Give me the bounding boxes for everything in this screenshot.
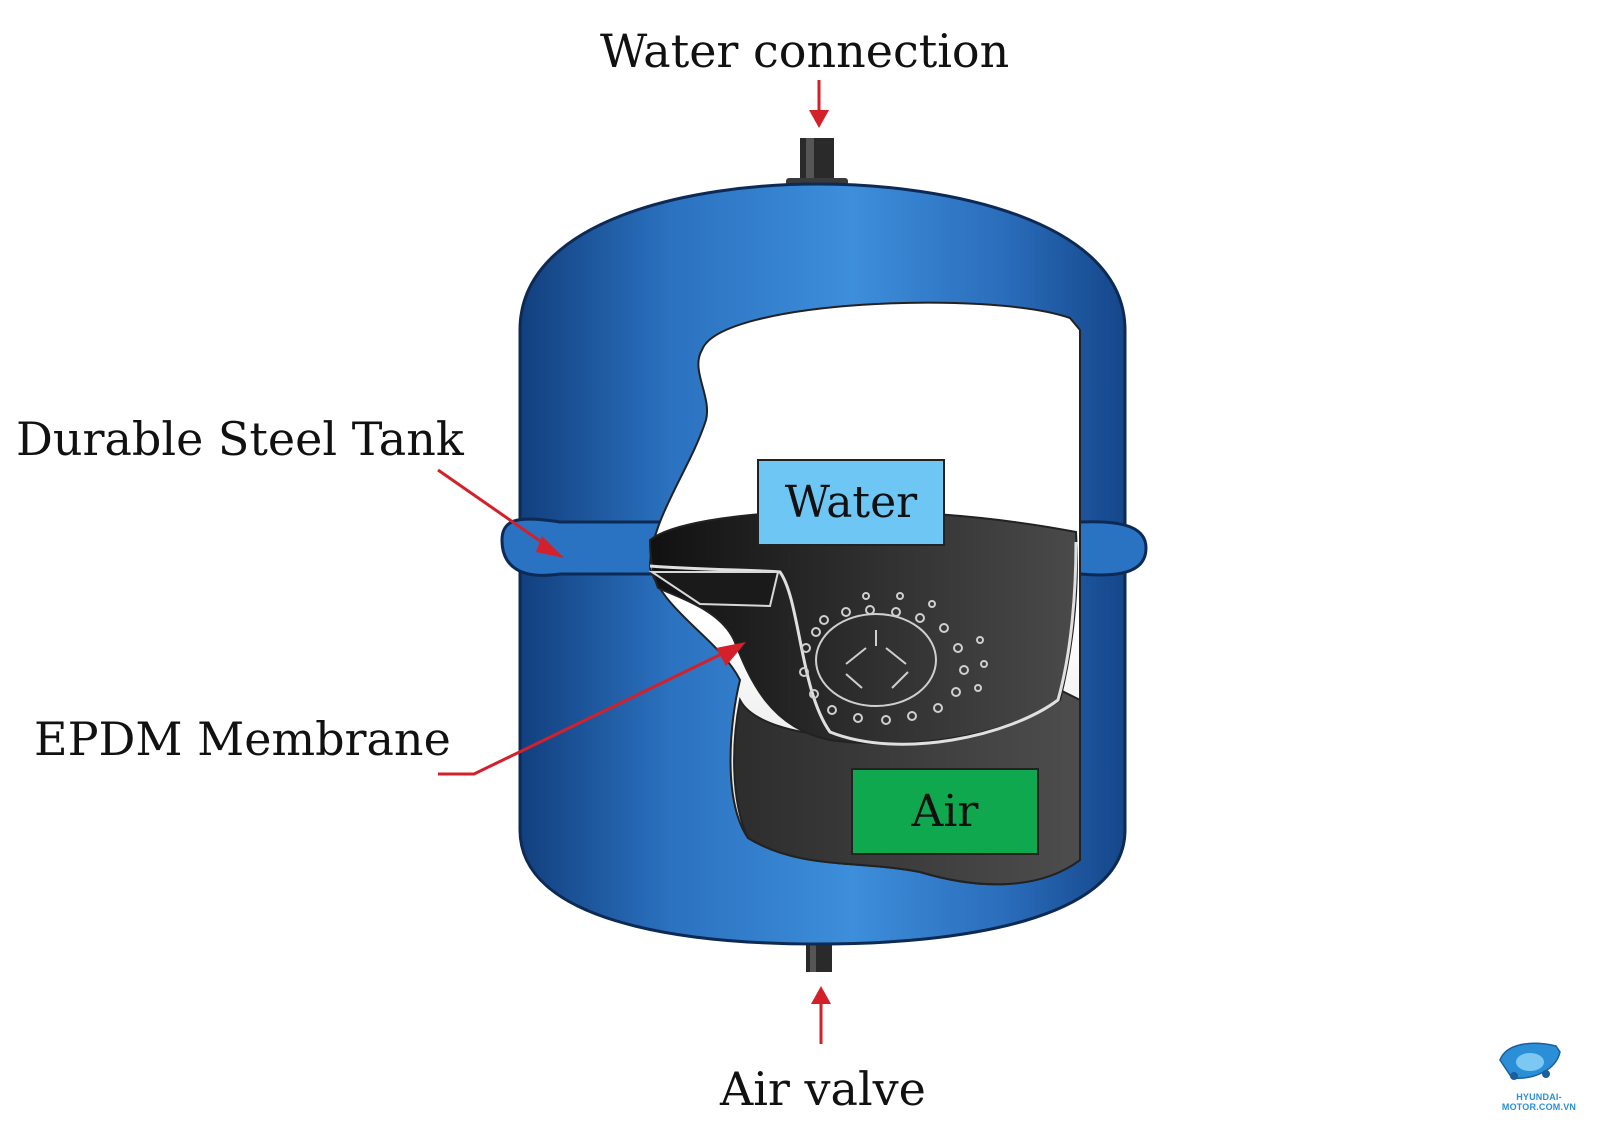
membrane-rim bbox=[649, 541, 1078, 746]
label-water-connection: Water connection bbox=[600, 24, 1010, 78]
label-air-box: Air bbox=[851, 768, 1039, 855]
label-durable-steel-tank: Durable Steel Tank bbox=[16, 412, 464, 466]
hyundai-motor-logo bbox=[1499, 1042, 1561, 1080]
label-air-valve: Air valve bbox=[720, 1062, 926, 1116]
membrane-arrow bbox=[438, 642, 746, 776]
water-box-fill bbox=[757, 459, 945, 546]
label-water-box: Water bbox=[757, 459, 945, 546]
water-connection-arrow bbox=[809, 80, 829, 128]
membrane-perforations bbox=[799, 592, 988, 725]
steel-tank-arrow bbox=[437, 468, 564, 558]
label-epdm-membrane: EPDM Membrane bbox=[34, 712, 451, 766]
membrane-fold bbox=[648, 571, 780, 608]
logo-text: HYUNDAI-MOTOR.COM.VN bbox=[1501, 1092, 1577, 1112]
air-valve-arrow bbox=[811, 986, 831, 1044]
air-box-fill bbox=[851, 768, 1039, 855]
